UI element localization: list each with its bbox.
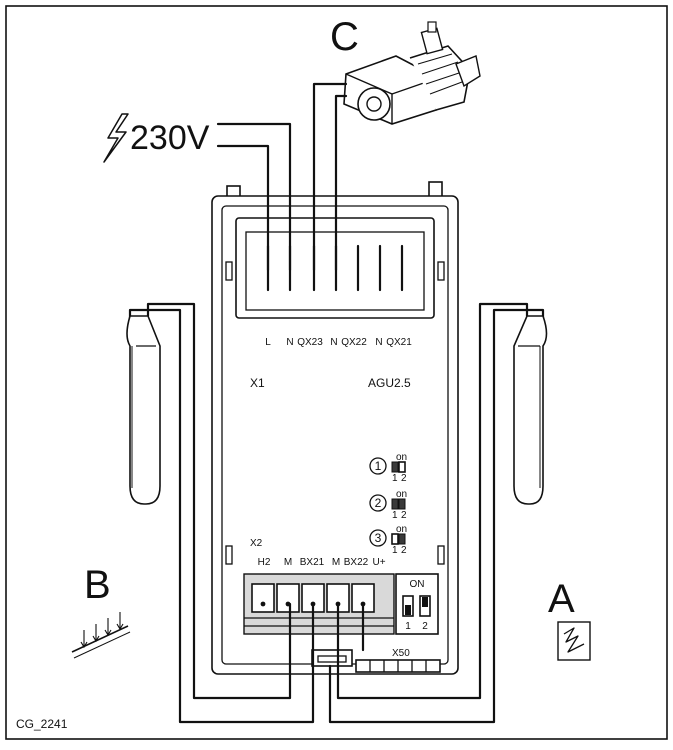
wiring — [128, 82, 545, 724]
jumper-pin-block — [391, 461, 399, 473]
side-clip — [225, 545, 233, 565]
dip-switch-on-label: ON — [410, 579, 425, 590]
x1-terminal-label: QX23 — [297, 337, 323, 348]
x1-terminal-label: QX22 — [341, 337, 367, 348]
x50-connector-label: X50 — [392, 648, 410, 659]
x2-terminal-label: M — [284, 557, 292, 568]
lightning-icon — [103, 113, 129, 163]
jumper-pin-block — [391, 533, 399, 545]
outdoor-temperature-icon — [71, 612, 131, 659]
jumper-pin-block — [391, 498, 399, 510]
x2-terminal-label: M — [332, 557, 340, 568]
jumper-pin-label: 2 — [401, 510, 407, 521]
x2-connector-label: X2 — [250, 538, 263, 549]
jumper-2: 2 on 1 2 — [369, 489, 407, 521]
jumper-on-label: on — [396, 489, 407, 500]
x2-terminal-label: BX21 — [300, 557, 325, 568]
module-name: AGU2.5 — [368, 376, 411, 390]
side-clip — [437, 261, 445, 281]
dip-lever-1-knob — [405, 605, 411, 615]
jumper-number: 1 — [375, 459, 382, 473]
diagram-frame — [5, 5, 668, 740]
wire-sensor-b-1 — [146, 302, 292, 700]
cable-gland-inner — [317, 655, 347, 663]
x2-screw-slot — [276, 583, 300, 613]
x1-terminal-label: QX21 — [386, 337, 412, 348]
outdoor-sensor-icon — [126, 315, 161, 505]
jumper-pin-block — [398, 533, 406, 545]
dip-position-label: 2 — [422, 621, 428, 632]
circulation-pump-icon — [343, 21, 481, 125]
side-clip — [437, 545, 445, 565]
jumper-on-label: on — [396, 524, 407, 535]
x1-terminal-label: N — [330, 337, 337, 348]
jumper-number: 3 — [375, 531, 382, 545]
wire-sensor-a-2 — [328, 308, 545, 724]
jumper-pin-block — [398, 498, 406, 510]
x2-terminal-label: BX22 — [344, 557, 369, 568]
flow-sensor-icon — [513, 315, 548, 505]
figure-id: CG_2241 — [16, 717, 68, 731]
callout-a: A — [548, 577, 575, 621]
jumper-pin-label: 2 — [401, 545, 407, 556]
jumper-pin-block — [398, 461, 406, 473]
callout-b: B — [84, 563, 111, 607]
x2-terminal-label: H2 — [258, 557, 271, 568]
dip-switch — [395, 573, 439, 635]
jumper-1: 1 on 1 2 — [369, 452, 407, 484]
dip-position-label: 1 — [405, 621, 411, 632]
x2-screw — [260, 601, 266, 607]
supply-voltage-label: 230V — [130, 119, 210, 157]
jumper-pin-label: 2 — [401, 473, 407, 484]
wire-pump-qx23 — [312, 82, 348, 272]
x2-screw-slot — [251, 583, 275, 613]
jumper-3: 3 on 1 2 — [369, 524, 407, 556]
wire-sensor-b-2 — [128, 308, 315, 724]
x1-terminal-label: N — [375, 337, 382, 348]
jumper-number: 2 — [375, 496, 382, 510]
jumper-pin-label: 1 — [392, 510, 398, 521]
x1-terminal-label: N — [286, 337, 293, 348]
heat-exchanger-icon — [557, 621, 591, 661]
wire-pump-n — [334, 94, 348, 272]
dip-lever-2-knob — [422, 597, 428, 607]
x1-connector-label: X1 — [250, 376, 265, 390]
jumper-pin-label: 1 — [392, 545, 398, 556]
x2-terminal-label: U+ — [372, 557, 385, 568]
x1-terminal-label: L — [265, 337, 271, 348]
wire-n — [216, 122, 292, 272]
side-clip — [225, 261, 233, 281]
jumper-pin-label: 1 — [392, 473, 398, 484]
wire-sensor-a-1 — [336, 302, 529, 700]
callout-c: C — [330, 15, 359, 59]
jumper-on-label: on — [396, 452, 407, 463]
wire-l — [216, 144, 270, 272]
